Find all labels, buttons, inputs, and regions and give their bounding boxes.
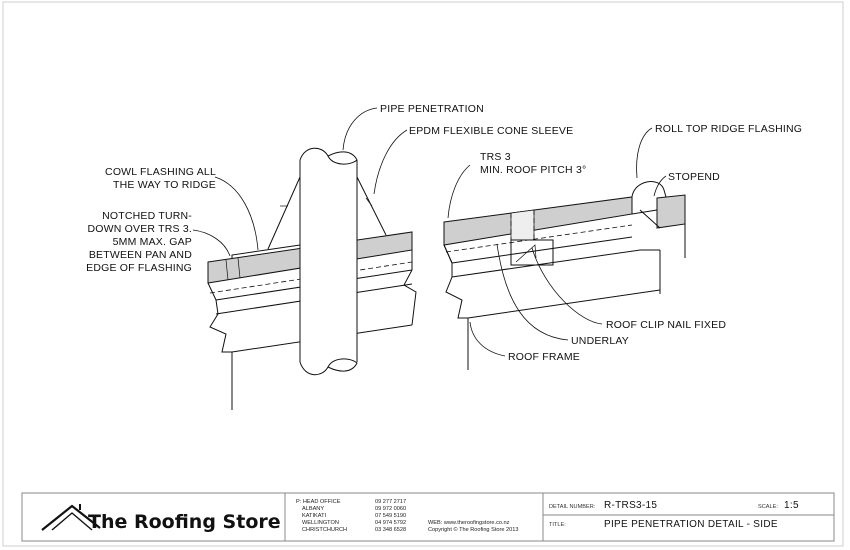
- label-epdm-sleeve: EPDM FLEXIBLE CONE SLEEVE: [409, 125, 573, 137]
- label-roof-clip: ROOF CLIP NAIL FIXED: [606, 319, 726, 331]
- label-roll-top-ridge: ROLL TOP RIDGE FLASHING: [655, 123, 802, 135]
- right-roof-section: [443, 181, 686, 370]
- break-line-right: [443, 222, 469, 370]
- roll-top-ridge: [631, 181, 667, 198]
- office-phone: 09 277 2717: [375, 499, 406, 505]
- underlay-line-left: [209, 261, 413, 294]
- scale-value: 1:5: [784, 500, 799, 511]
- label-notched-3: 5MM MAX. GAP: [113, 236, 192, 248]
- label-notched-5: EDGE OF FLASHING: [86, 262, 192, 274]
- office-name: P: HEAD OFFICE: [296, 499, 341, 505]
- roof-sheet-right: [443, 196, 633, 246]
- drawing-title: PIPE PENETRATION DETAIL - SIDE: [604, 519, 778, 530]
- office-name: WELLINGTON: [302, 520, 339, 526]
- office-list: P: HEAD OFFICE 09 277 2717 ALBANY 09 972…: [296, 499, 406, 533]
- label-notched-4: BETWEEN PAN AND: [89, 249, 192, 261]
- office-name: CHRISTCHURCH: [302, 527, 347, 533]
- underlay-line-right: [445, 224, 633, 253]
- scale-label: SCALE:: [758, 504, 778, 510]
- office-phone: 03 348 6528: [375, 527, 406, 533]
- callout-labels: PIPE PENETRATION EPDM FLEXIBLE CONE SLEE…: [86, 103, 802, 363]
- website[interactable]: WEB: www.theroofingstore.co.nz: [428, 520, 510, 526]
- detail-number: R-TRS3-15: [604, 500, 657, 511]
- label-cowl-flashing-2: THE WAY TO RIDGE: [113, 179, 216, 191]
- label-notched-1: NOTCHED TURN-: [102, 210, 192, 222]
- office-phone: 04 974 5792: [375, 520, 406, 526]
- label-stopend: STOPEND: [668, 171, 720, 183]
- roof-clip: [510, 239, 554, 266]
- label-min-roof-pitch: MIN. ROOF PITCH 3°: [480, 164, 586, 176]
- title-label: TITLE:: [549, 522, 566, 528]
- label-cowl-flashing: COWL FLASHING ALL: [105, 166, 216, 178]
- detail-number-label: DETAIL NUMBER:: [549, 504, 596, 510]
- company-name: The Roofing Store: [88, 511, 281, 533]
- break-line-left: [209, 299, 233, 410]
- office-name: KATIKATI: [302, 513, 326, 519]
- office-phone: 07 549 5190: [375, 513, 406, 519]
- stopend: [656, 194, 686, 229]
- copyright: Copyright © The Roofing Store 2013: [428, 526, 518, 533]
- office-name: ALBANY: [302, 506, 324, 512]
- label-pipe-penetration: PIPE PENETRATION: [380, 103, 484, 115]
- label-notched-2: DOWN OVER TRS 3.: [87, 223, 192, 235]
- company-logo: The Roofing Store: [41, 504, 281, 533]
- label-trs-3: TRS 3: [480, 151, 511, 163]
- label-roof-frame: ROOF FRAME: [508, 351, 580, 363]
- label-underlay: UNDERLAY: [571, 335, 629, 347]
- office-phone: 09 972 0060: [375, 506, 406, 512]
- title-block: The Roofing Store P: HEAD OFFICE 09 277 …: [21, 492, 835, 542]
- leader-lines: [192, 107, 667, 357]
- epdm-cone-sleeve: [267, 176, 301, 250]
- pipe-penetration-graphic: [267, 147, 387, 376]
